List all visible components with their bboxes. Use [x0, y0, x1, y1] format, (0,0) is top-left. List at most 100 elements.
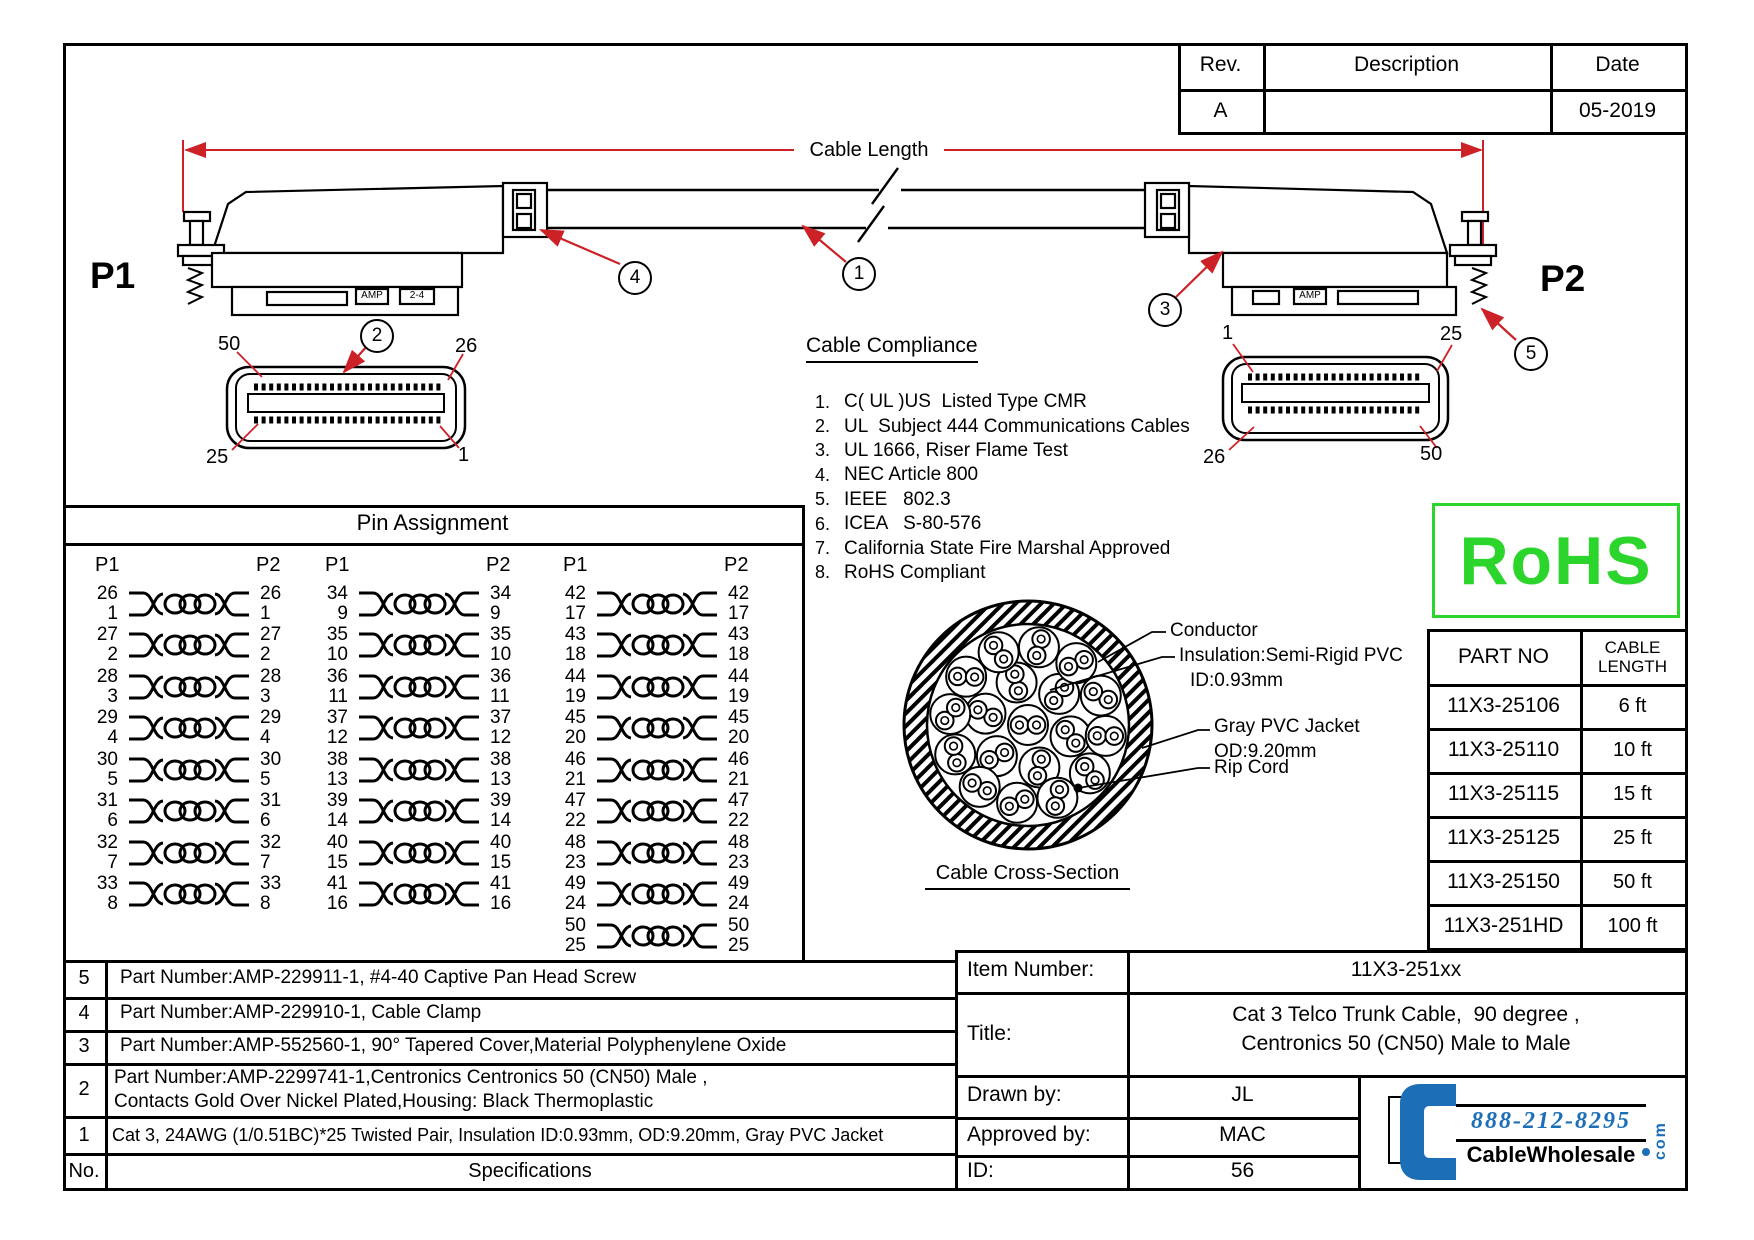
p1-face-pin-50: 50	[218, 333, 241, 355]
part-table-line	[1427, 772, 1685, 775]
compliance-list: 1. C( UL )US Listed Type CMR 2. UL Subje…	[800, 390, 1190, 585]
part-table-row: 11X3-25115 15 ft	[1427, 772, 1685, 816]
twisted-pair-icon	[129, 840, 249, 866]
twisted-pair-icon	[597, 881, 717, 907]
twisted-pair-icon	[597, 591, 717, 617]
pin-col-header-p2: P2	[256, 554, 281, 576]
compliance-item-number: 1.	[814, 391, 830, 412]
cable-length-cell: 100 ft	[1607, 914, 1658, 937]
compliance-item-text: NEC Article 800	[844, 464, 979, 486]
compliance-item-text: ICEA S-80-576	[844, 513, 982, 535]
part-table-rows: 11X3-25106 6 ft 11X3-25110 10 ft 11X3-25…	[1427, 684, 1685, 948]
twisted-pair-icon	[129, 632, 249, 658]
cablewholesale-logo: 888-212-8295 CableWholesale com	[1380, 1082, 1680, 1184]
callout-4: 4	[618, 261, 652, 295]
logo-rule	[1456, 1139, 1646, 1142]
part-table-line	[1427, 684, 1685, 687]
p2-face-pin-1: 1	[1222, 322, 1234, 344]
date-header: Date	[1595, 53, 1640, 76]
twisted-pair-icon	[359, 715, 479, 741]
title-block-line	[955, 950, 1685, 953]
spec-footer-label: Specifications	[468, 1160, 592, 1182]
compliance-item-text: RoHS Compliant	[844, 561, 986, 583]
pin-col-header-p1: P1	[325, 554, 350, 576]
date-value: 05-2019	[1578, 99, 1657, 122]
twisted-pair-icon	[129, 881, 249, 907]
compliance-item: 6. ICEA S-80-576	[800, 512, 1190, 536]
p2-connector-face	[1221, 355, 1450, 442]
title-block-line	[955, 1117, 1358, 1120]
compliance-item: 1. C( UL )US Listed Type CMR	[800, 390, 1190, 414]
drawn-by-value: JL	[1231, 1083, 1254, 1106]
amp-marking: AMP	[1299, 290, 1321, 301]
spec-table-line	[63, 1153, 955, 1156]
title-block-line	[955, 1155, 1358, 1158]
logo-c-icon	[1400, 1084, 1456, 1180]
compliance-item-number: 5.	[814, 489, 830, 510]
part-table-line	[1427, 629, 1430, 948]
amp-marking: AMP	[361, 290, 383, 301]
spec-table-line	[63, 1063, 955, 1066]
part-no-cell: 11X3-251HD	[1443, 914, 1564, 937]
part-table-line	[1427, 948, 1685, 951]
p1-label: P1	[90, 255, 136, 296]
spec-row-text: Part Number:AMP-552560-1, 90° Tapered Co…	[120, 1035, 787, 1056]
callout-3: 3	[1148, 293, 1182, 327]
spec-row-text: Cat 3, 24AWG (1/0.51BC)*25 Twisted Pair,…	[112, 1125, 884, 1145]
jacket-label: Gray PVC Jacket	[1214, 716, 1360, 737]
part-table-line	[1427, 904, 1685, 907]
frame-line	[63, 1188, 1688, 1191]
logo-tld: com	[1652, 1121, 1669, 1160]
p2-label: P2	[1540, 258, 1586, 299]
frame-line	[1685, 43, 1688, 1191]
pin-col-header-p2: P2	[724, 554, 749, 576]
title-block-line	[1127, 950, 1130, 1188]
twisted-pair-icon	[597, 923, 717, 949]
part-table-row: 11X3-25125 25 ft	[1427, 816, 1685, 860]
logo-rule	[1456, 1104, 1646, 1107]
cable-length-cell: 50 ft	[1613, 870, 1652, 893]
drawn-by-label: Drawn by:	[967, 1083, 1062, 1106]
part-table-line	[1427, 629, 1685, 632]
part-table-line	[1427, 728, 1685, 731]
twisted-pair-icon	[597, 840, 717, 866]
part-table-row: 11X3-25110 10 ft	[1427, 728, 1685, 772]
compliance-item-text: IEEE 802.3	[844, 488, 951, 510]
spec-row-no: 4	[78, 1002, 90, 1024]
cross-section-figure	[902, 599, 1210, 851]
compliance-item-text: C( UL )US Listed Type CMR	[844, 391, 1087, 413]
rev-table-line	[1178, 132, 1688, 135]
cross-section-title: Cable Cross-Section	[925, 862, 1130, 890]
